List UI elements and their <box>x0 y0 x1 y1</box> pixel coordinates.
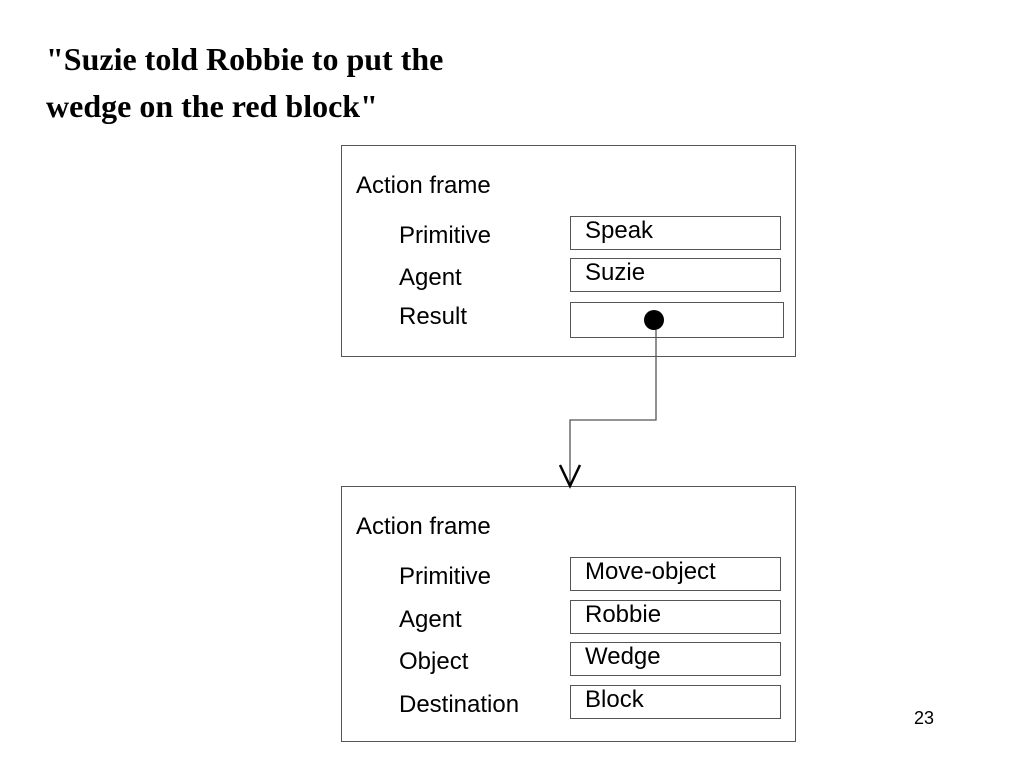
slot-value-agent: Robbie <box>570 600 781 634</box>
slot-value-primitive: Move-object <box>570 557 781 591</box>
slot-value-object: Wedge <box>570 642 781 676</box>
slide-title-line-1: "Suzie told Robbie to put the <box>46 41 444 77</box>
slot-label-primitive: Primitive <box>399 222 492 249</box>
slot-value-result <box>570 302 784 338</box>
page-number: 23 <box>914 708 935 728</box>
slot-value-agent: Suzie <box>570 258 781 292</box>
action-frame-move-object: Action frame Primitive Move-object Agent… <box>341 486 796 742</box>
slot-label-agent: Agent <box>399 606 462 633</box>
slot-value-primitive: Speak <box>570 216 781 250</box>
arrowhead-icon <box>558 464 582 489</box>
slot-value-destination: Block <box>570 685 781 719</box>
slot-label-object: Object <box>399 648 469 675</box>
slide-title-line-2: wedge on the red block" <box>46 88 378 124</box>
slide-title: "Suzie told Robbie to put the wedge on t… <box>46 36 606 130</box>
slot-label-destination: Destination <box>399 691 520 718</box>
frame-title: Action frame <box>356 172 491 199</box>
slot-label-primitive: Primitive <box>399 563 492 590</box>
action-frame-speak: Action frame Primitive Speak Agent Suzie… <box>341 145 796 357</box>
slot-label-result: Result <box>399 303 468 330</box>
frame-title: Action frame <box>356 513 491 540</box>
slot-label-agent: Agent <box>399 264 462 291</box>
